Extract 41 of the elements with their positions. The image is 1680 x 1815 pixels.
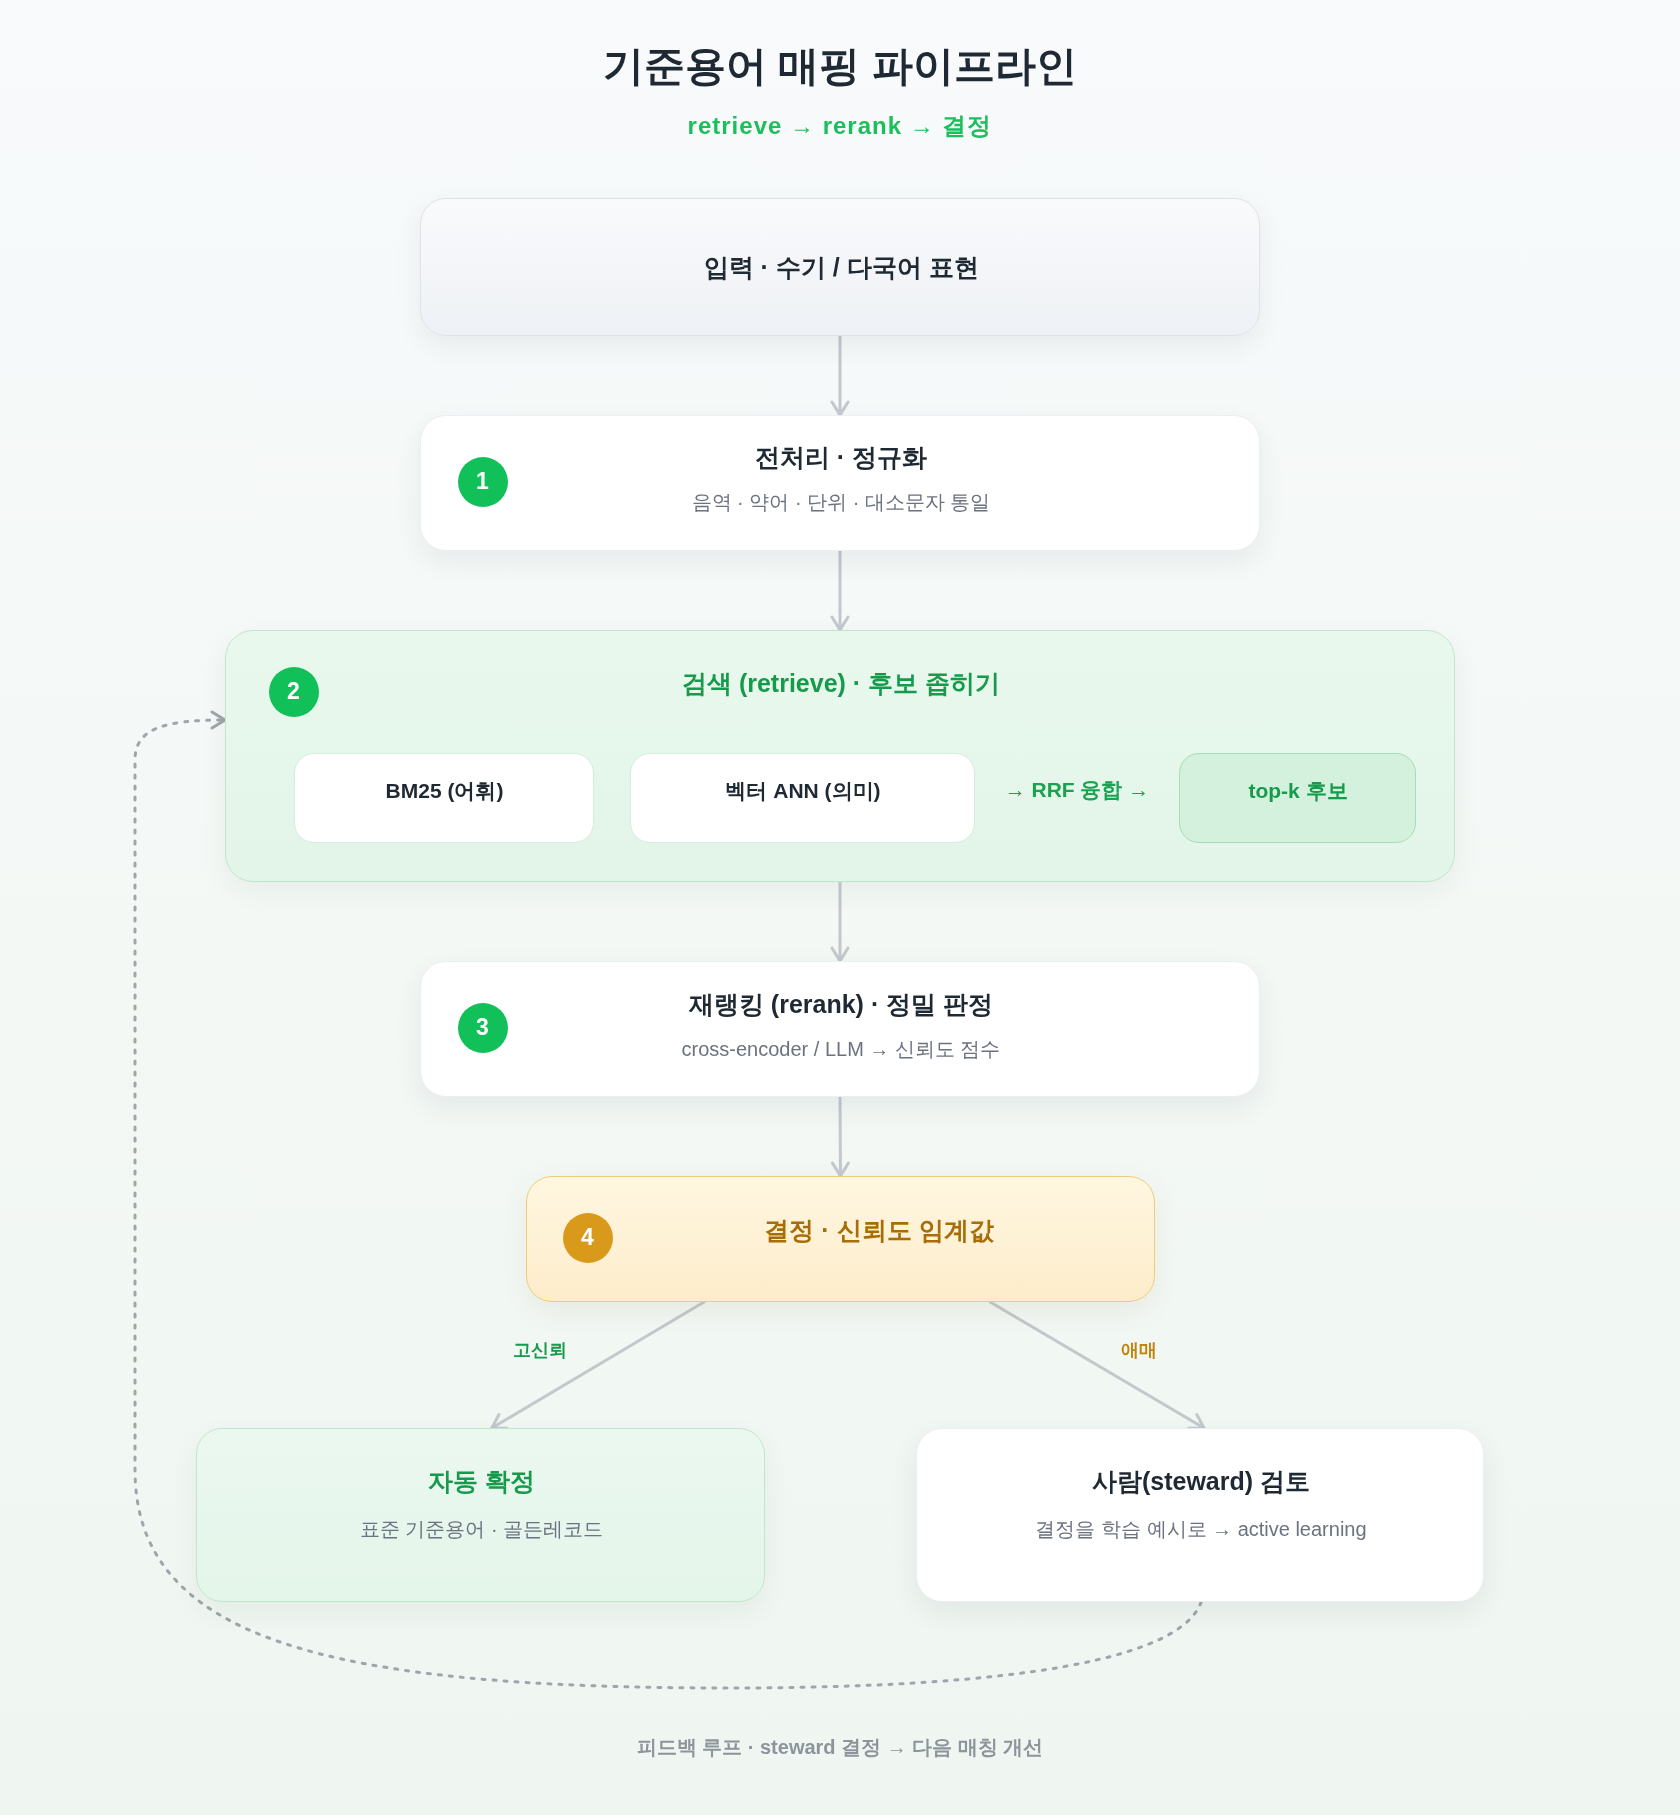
node-label: BM25 (어휘): [385, 777, 504, 804]
edge-label: 애매: [1121, 1338, 1157, 1362]
decision-box: [526, 1176, 1155, 1302]
caption: 피드백 루프 · steward 결정 → 다음 매칭 개선: [636, 1734, 1044, 1760]
process-box: [420, 961, 1260, 1097]
fusion-step-label: → RRF 융합 →: [1004, 776, 1150, 803]
node-description: 음역 · 약어 · 단위 · 대소문자 통일: [691, 489, 991, 515]
edge-label: 고신뢰: [513, 1338, 567, 1362]
arrow: [830, 549, 850, 632]
arrow: [830, 1095, 850, 1178]
input-box: [420, 198, 1260, 336]
node-title: 전처리 · 정규화: [754, 442, 928, 474]
node-label: 벡터 ANN (의미): [725, 777, 881, 804]
process-box: [420, 415, 1260, 551]
method-box: [293, 752, 594, 843]
stage-panel: [225, 630, 1455, 882]
node-title: 결정 · 신뢰도 임계값: [764, 1215, 994, 1247]
node-title: 사람(steward) 검토: [1091, 1466, 1311, 1498]
node-label: top-k 후보: [1248, 777, 1348, 804]
subtitle: retrieve → rerank → 결정: [687, 111, 993, 141]
step-number: 3: [457, 1002, 508, 1053]
result-box: [1178, 752, 1416, 843]
arrow: [830, 334, 850, 417]
method-box: [629, 752, 975, 843]
node-description: cross-encoder / LLM → 신뢰도 점수: [681, 1036, 1001, 1062]
node-title: 검색 (retrieve) · 후보 좁히기: [681, 668, 1001, 700]
node-description: 결정을 학습 예시로 → active learning: [1035, 1516, 1367, 1542]
step-number: 4: [562, 1212, 613, 1263]
step-number: 1: [457, 456, 508, 507]
dashed-arrow: [133, 710, 1203, 1690]
node-title: 입력 · 수기 / 다국어 표현: [703, 252, 979, 284]
outcome-box: [916, 1428, 1484, 1602]
diagram-title: 기준용어 매핑 파이프라인: [603, 42, 1077, 92]
node-description: 표준 기준용어 · 골든레코드: [359, 1516, 604, 1542]
node-title: 재랭킹 (rerank) · 정밀 판정: [688, 989, 994, 1021]
arrow: [490, 1300, 706, 1430]
outcome-box: [196, 1428, 765, 1602]
step-number: 2: [268, 666, 319, 717]
arrow: [988, 1300, 1206, 1430]
arrow: [830, 880, 850, 963]
node-title: 자동 확정: [428, 1466, 535, 1498]
